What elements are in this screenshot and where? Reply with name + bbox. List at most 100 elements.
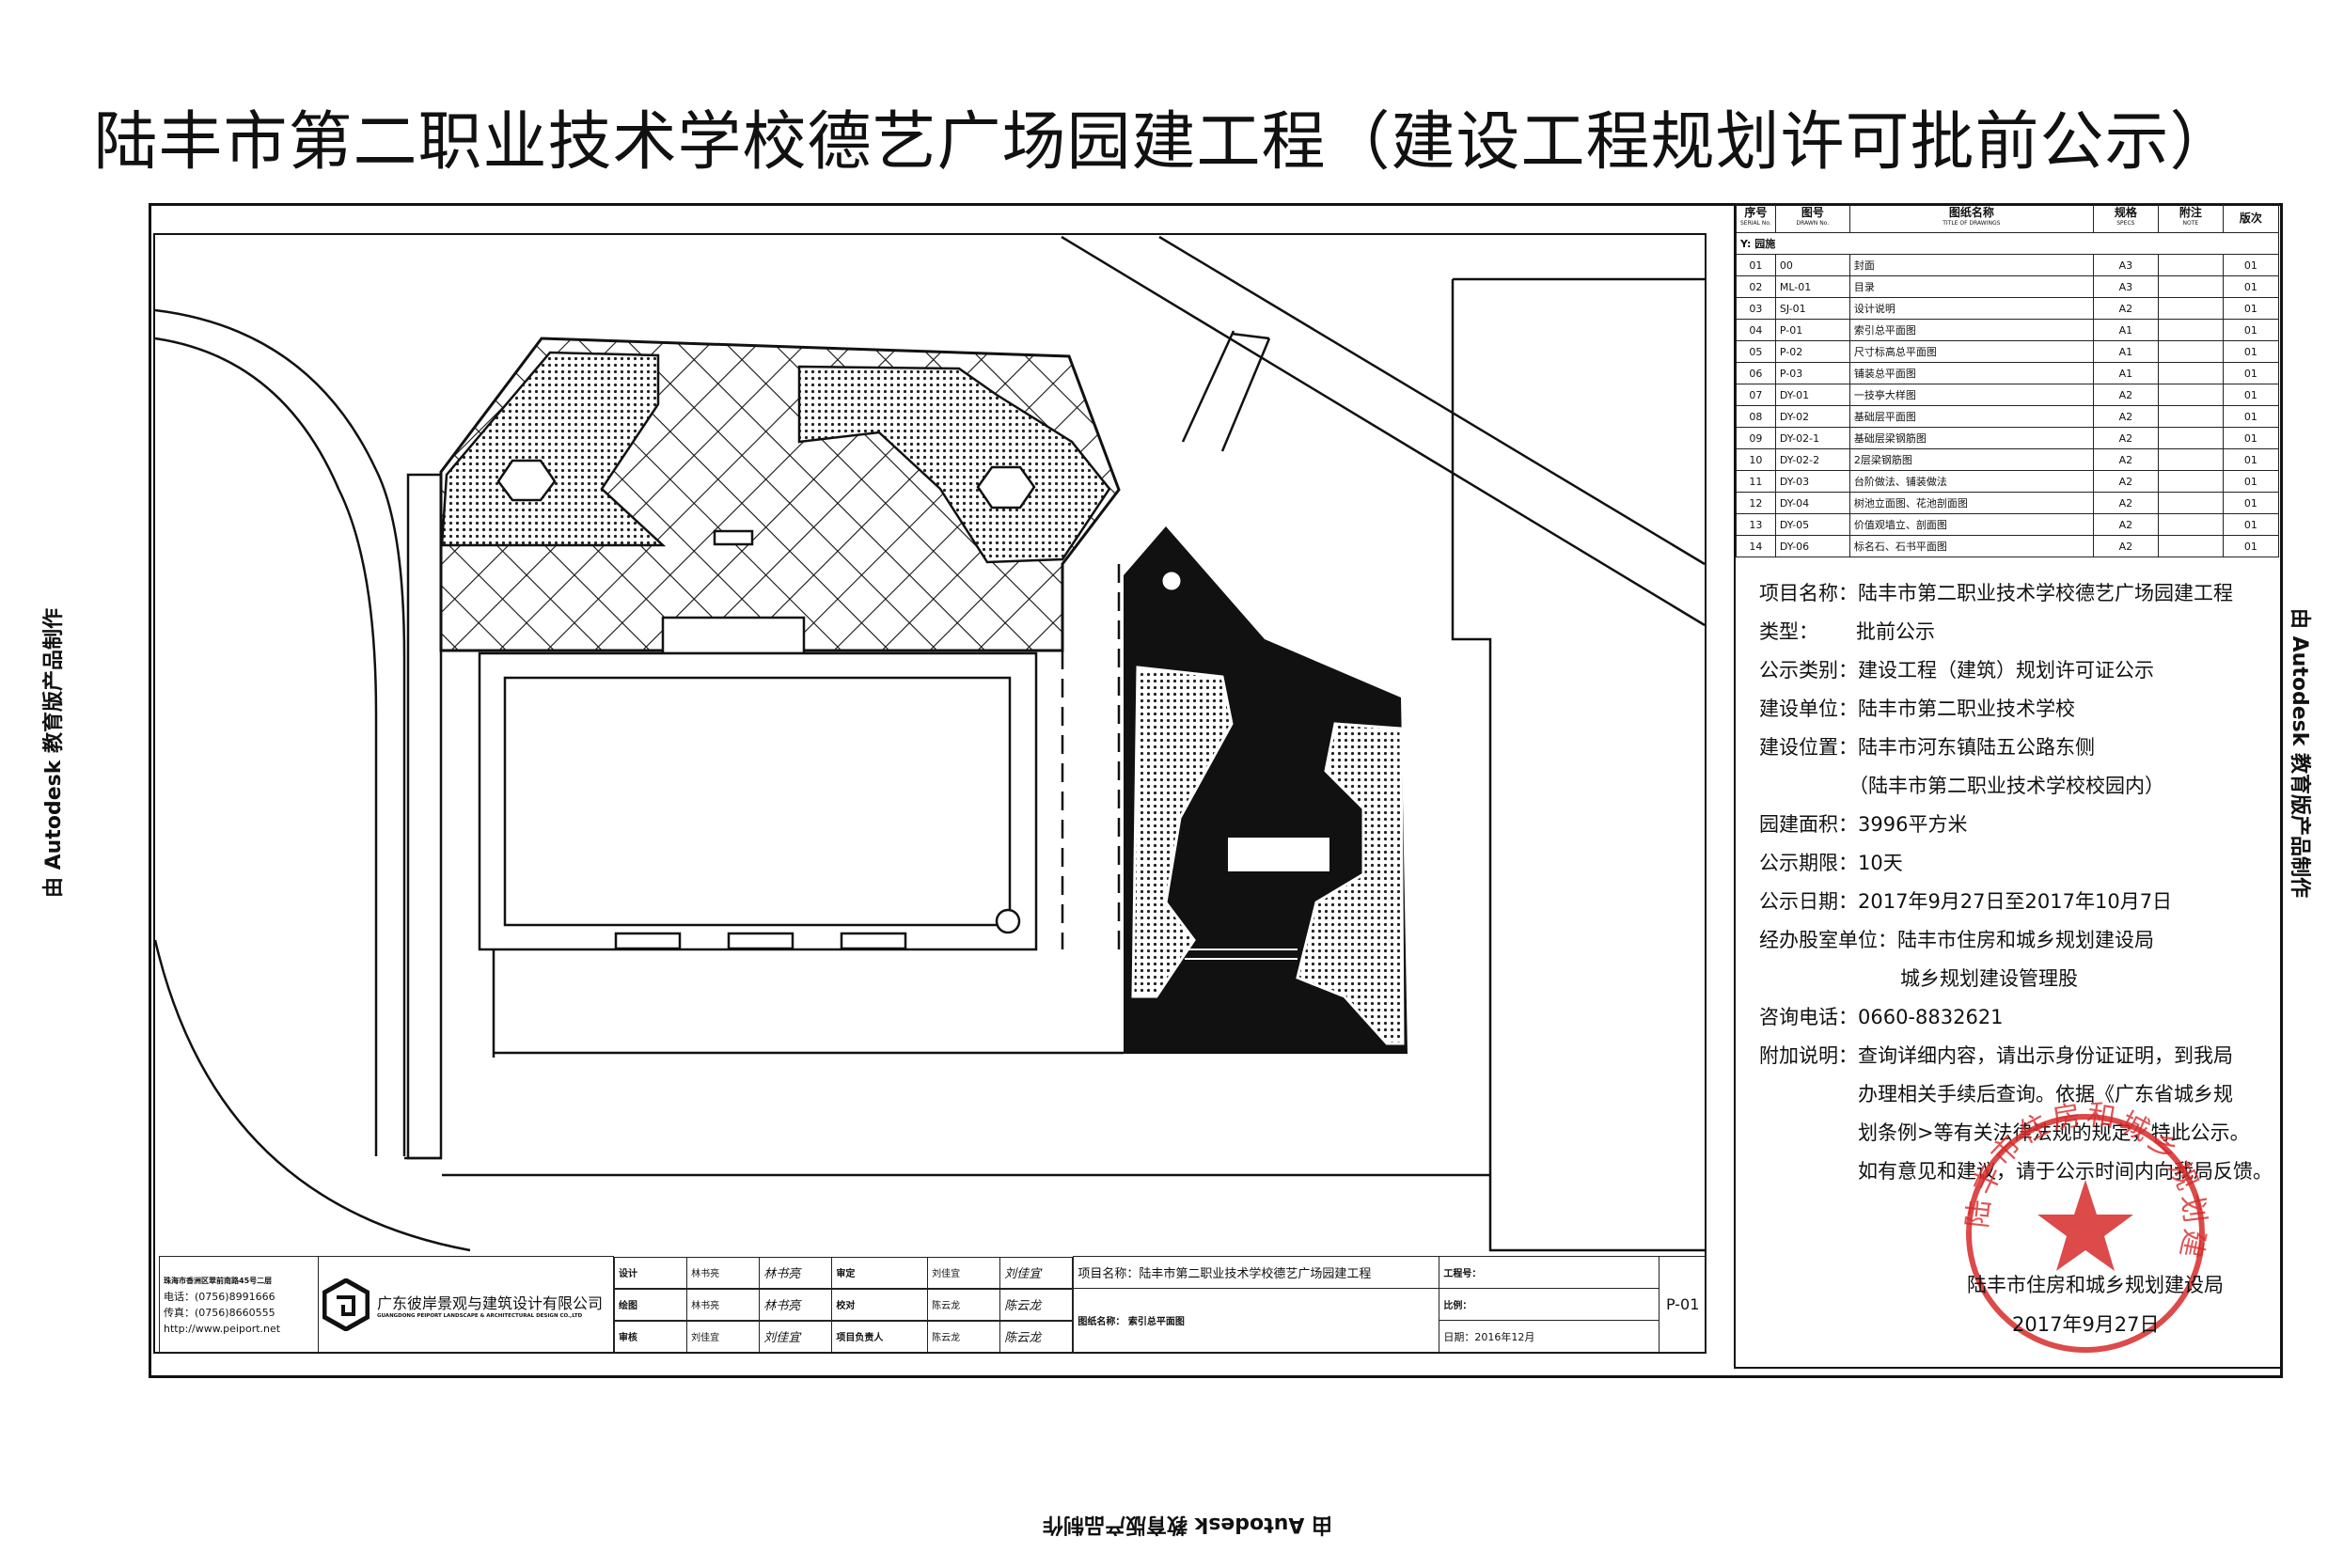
cell-code: DY-02-1 xyxy=(1774,427,1850,449)
cell-name: 标名石、石书平面图 xyxy=(1848,535,2094,557)
cell-code: DY-02 xyxy=(1774,405,1850,428)
cell-note xyxy=(2157,492,2224,514)
site-boundary-lines xyxy=(404,949,1490,1177)
cell-note xyxy=(2157,535,2224,557)
cell-name: 基础层平面图 xyxy=(1848,405,2094,428)
cell-note xyxy=(2157,513,2224,536)
cell-name: 一技亭大样图 xyxy=(1848,384,2094,406)
company-tel: 电话：(0756)8991666 xyxy=(164,1290,275,1303)
cell-ver: 01 xyxy=(2222,492,2280,514)
road-edge xyxy=(1158,235,1706,566)
cell-no: 13 xyxy=(1736,513,1776,536)
cell-name: 目录 xyxy=(1848,275,2094,298)
period-value: 10天 xyxy=(1858,852,1903,874)
cell-code: DY-03 xyxy=(1774,470,1850,493)
garden-pavilion xyxy=(1226,836,1331,873)
group-label: Y: 园施 xyxy=(1736,232,2279,255)
cell-ver: 01 xyxy=(2222,470,2280,493)
sports-field-inner xyxy=(503,676,1012,927)
tree-pit-right xyxy=(976,465,1036,510)
group-row: Y: 园施 xyxy=(1736,232,2279,255)
extra-line: 查询详细内容，请出示身份证证明，到我局 xyxy=(1858,1044,2233,1067)
dates-value: 2017年9月27日至2017年10月7日 xyxy=(1858,890,2173,913)
cell-code: DY-01 xyxy=(1774,384,1850,406)
unit-label: 建设单位： xyxy=(1759,698,1858,720)
building-outline xyxy=(1451,277,1705,1252)
category-label: 公示类别： xyxy=(1759,659,1858,682)
issuer: 陆丰市住房和城乡规划建设局 xyxy=(1967,1274,2224,1296)
cell-note xyxy=(2157,448,2224,471)
phone-value: 0660-8832621 xyxy=(1858,1006,2004,1028)
cell-spec: A2 xyxy=(2092,492,2159,514)
role-label: 审定 xyxy=(831,1256,929,1289)
person-name: 林书亮 xyxy=(686,1256,761,1289)
cell-ver: 01 xyxy=(2222,275,2280,298)
location-value: 陆丰市河东镇陆五公路东侧 xyxy=(1858,736,2095,759)
cell-spec: A2 xyxy=(2092,513,2159,536)
cell-note xyxy=(2157,340,2224,363)
garden-tree xyxy=(1161,571,1182,591)
cell-spec: A2 xyxy=(2092,405,2159,428)
cell-spec: A2 xyxy=(2092,427,2159,449)
project-label: 项目名称： xyxy=(1759,582,1858,604)
header-cn: 序号 xyxy=(1744,206,1768,219)
cell-code: ML-01 xyxy=(1774,275,1850,298)
cell-note xyxy=(2157,319,2224,341)
cell-ver: 01 xyxy=(2222,362,2280,384)
cell-no: 06 xyxy=(1736,362,1776,384)
signature: 刘佳宜 xyxy=(759,1320,833,1353)
role-label: 审核 xyxy=(613,1320,688,1353)
cell-ver: 01 xyxy=(2222,513,2280,536)
walkway-strip xyxy=(406,473,443,1160)
header-cn: 规格 xyxy=(2114,206,2137,219)
cell-no: 02 xyxy=(1736,275,1776,298)
cell-code: DY-05 xyxy=(1774,513,1850,536)
planter-right xyxy=(797,365,1111,564)
project-value: 陆丰市第二职业技术学校德艺广场园建工程 xyxy=(1858,582,2233,604)
person-name: 陈云龙 xyxy=(927,1288,1001,1321)
cell-ver: 01 xyxy=(2222,405,2280,428)
cell-code: P-02 xyxy=(1774,340,1850,363)
header-cn: 图纸名称 xyxy=(1948,206,1994,219)
role-label: 绘图 xyxy=(613,1288,688,1321)
cell-ver: 01 xyxy=(2222,297,2280,320)
cell-name: 价值观墙立、剖面图 xyxy=(1848,513,2094,536)
period-label: 公示期限： xyxy=(1759,852,1858,874)
header-en: TITLE OF DRAWINGS xyxy=(1943,220,2001,227)
company-logo-icon xyxy=(322,1278,370,1331)
cell-ver: 01 xyxy=(2222,340,2280,363)
road-edge xyxy=(1061,235,1706,627)
cell-name: 封面 xyxy=(1848,254,2094,276)
cell-code: P-01 xyxy=(1774,319,1850,341)
roles-table: 审核刘佳宜刘佳宜项目负责人陈云龙陈云龙 xyxy=(613,1320,1074,1353)
cell-no: 07 xyxy=(1736,384,1776,406)
roles-row: 设计林书亮林书亮审定刘佳宜刘佳宜 xyxy=(613,1256,1074,1289)
cell-name: 铺装总平面图 xyxy=(1848,362,2094,384)
person-name: 刘佳宜 xyxy=(927,1256,1001,1289)
cell-code: SJ-01 xyxy=(1774,297,1850,320)
cell-no: 10 xyxy=(1736,448,1776,471)
header-en: NOTE xyxy=(2182,220,2199,227)
drawing-border xyxy=(153,233,1707,1354)
track-outer-line xyxy=(154,308,406,1156)
cell-no: 09 xyxy=(1736,427,1776,449)
cell-ver: 01 xyxy=(2222,254,2280,276)
cell-spec: A2 xyxy=(2092,448,2159,471)
cell-note xyxy=(2157,254,2224,276)
cell-code: P-03 xyxy=(1774,362,1850,384)
job-number: 工程号： xyxy=(1439,1256,1660,1289)
signature: 林书亮 xyxy=(759,1256,833,1289)
roles-table: 设计林书亮林书亮审定刘佳宜刘佳宜 xyxy=(613,1256,1074,1289)
person-name: 刘佳宜 xyxy=(686,1320,761,1353)
plaza-bench xyxy=(713,529,754,546)
cell-name: 基础层梁钢筋图 xyxy=(1848,427,2094,449)
